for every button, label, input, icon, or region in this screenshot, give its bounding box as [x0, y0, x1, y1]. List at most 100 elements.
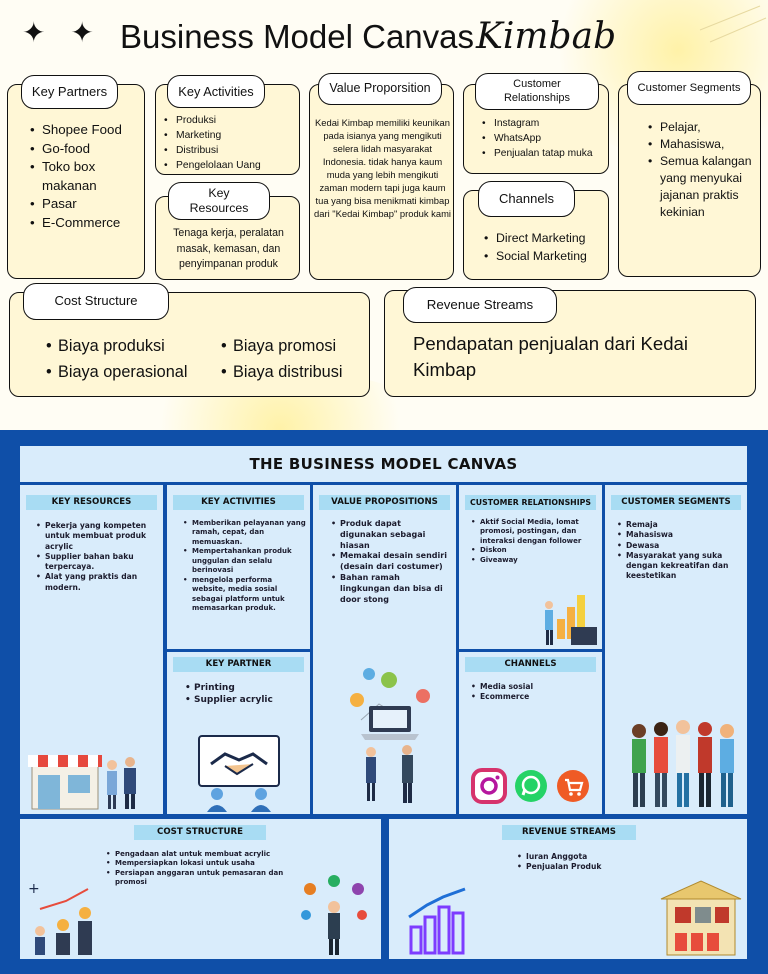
key-partner-cell: KEY PARTNER Printing Supplier acrylic: [167, 652, 310, 814]
list-item: Pengelolaan Uang: [164, 158, 299, 173]
list-item: Supplier acrylic: [185, 694, 305, 706]
list-item: Produk dapat digunakan sebagai hiasan: [331, 519, 449, 551]
star-icons: ✦ ✦: [22, 16, 102, 49]
list-item: Shopee Food: [30, 121, 140, 140]
page-title: Business Model CanvasKimbab: [120, 16, 616, 57]
list-item: Masyarakat yang suka dengan kekreatifan …: [617, 551, 743, 582]
key-resources-heading: Key Resources: [168, 182, 270, 220]
key-partner-text: Printing Supplier acrylic: [185, 682, 305, 706]
list-item: Mahasiswa: [617, 530, 743, 541]
list-item: E-Commerce: [30, 214, 140, 233]
key-activities-cell: KEY ACTIVITIES Memberikan pelayanan yang…: [167, 485, 310, 649]
key-activities-text: Memberikan pelayanan yang ramah, cepat, …: [183, 519, 307, 613]
list-item: Aktif Social Media, lomat promosi, posti…: [471, 518, 596, 546]
list-item: Biaya promosi: [221, 333, 366, 359]
title-main: Business Model Canvas: [120, 18, 475, 55]
list-item: Biaya distribusi: [221, 359, 366, 385]
list-item: Giveaway: [471, 556, 596, 566]
channels-heading: CHANNELS: [465, 657, 596, 672]
cost-structure-text: Pengadaan alat untuk membuat acrylic Mem…: [106, 850, 306, 888]
list-item: Dewasa: [617, 541, 743, 552]
key-partners-heading: Key Partners: [21, 75, 118, 109]
cost-structure-cell: COST STRUCTURE Pengadaan alat untuk memb…: [20, 819, 381, 959]
customer-relationships-cell: CUSTOMER RELATIONSHIPS Aktif Social Medi…: [459, 485, 602, 649]
customer-relationships-text: Aktif Social Media, lomat promosi, posti…: [471, 518, 596, 566]
handshake-icon: [198, 735, 280, 812]
list-item: Pengadaan alat untuk membuat acrylic: [106, 850, 306, 860]
list-item: Marketing: [164, 128, 299, 143]
shop-icon: [557, 770, 589, 802]
shop-building-illustration: [660, 880, 742, 956]
list-item: Pelajar,: [648, 119, 752, 136]
key-partners-card: Shopee Food Go-food Toko box makanan Pas…: [7, 84, 145, 279]
key-partners-list: Shopee Food Go-food Toko box makanan Pas…: [30, 121, 140, 232]
cost-structure-list-right: Biaya promosi Biaya distribusi: [221, 333, 366, 385]
key-resources-text: Pekerja yang kompeten untuk membuat prod…: [36, 521, 158, 593]
value-proposition-heading: Value Proporsition: [318, 73, 442, 105]
list-item: Supplier bahan baku terpercaya.: [36, 552, 158, 573]
key-resources-heading: KEY RESOURCES: [26, 495, 157, 510]
channels-cell: CHANNELS Media sosial Ecommerce: [459, 652, 602, 814]
list-item: Memakai desain sendiri (desain dari cost…: [331, 551, 449, 573]
revenue-streams-heading: REVENUE STREAMS: [502, 825, 636, 840]
key-resources-cell: KEY RESOURCES Pekerja yang kompeten untu…: [20, 485, 163, 814]
list-item: Toko box makanan: [30, 158, 140, 195]
customer-relationships-heading: CUSTOMER RELATIONSHIPS: [465, 495, 596, 510]
value-propositions-text: Produk dapat digunakan sebagai hiasan Me…: [331, 519, 449, 605]
customer-segments-text: Remaja Mahasiswa Dewasa Masyarakat yang …: [617, 520, 743, 582]
list-item: Semua kalangan yang menyukai jajanan pra…: [648, 153, 752, 221]
people-group-illustration: [632, 720, 734, 807]
customer-segments-heading: CUSTOMER SEGMENTS: [611, 495, 741, 510]
list-item: Distribusi: [164, 143, 299, 158]
key-activities-list: Produksi Marketing Distribusi Pengelolaa…: [164, 113, 299, 173]
list-item: Instagram: [482, 116, 610, 131]
key-partner-heading: KEY PARTNER: [173, 657, 304, 672]
team-illustration: [301, 875, 367, 955]
svg-text:+: +: [28, 881, 40, 897]
cost-structure-heading: COST STRUCTURE: [134, 825, 266, 840]
cost-structure-heading: Cost Structure: [23, 283, 169, 320]
list-item: Pekerja yang kompeten untuk membuat prod…: [36, 521, 158, 552]
canvas-kimbab: ✦ ✦ Business Model CanvasKimbab Shopee F…: [0, 0, 768, 430]
list-item: Remaja: [617, 520, 743, 531]
growth-chart-illustration: [545, 595, 597, 645]
list-item: WhatsApp: [482, 131, 610, 146]
channels-heading: Channels: [478, 181, 575, 217]
list-item: Social Marketing: [484, 247, 608, 265]
decorative-lines: [699, 5, 767, 43]
list-item: Biaya produksi: [46, 333, 206, 359]
list-item: Memberikan pelayanan yang ramah, cepat, …: [183, 519, 307, 547]
bmc-title: THE BUSINESS MODEL CANVAS: [249, 455, 518, 473]
customer-segments-cell: CUSTOMER SEGMENTS Remaja Mahasiswa Dewas…: [605, 485, 747, 814]
whatsapp-icon: [515, 770, 547, 802]
customer-relationships-heading: Customer Relationships: [475, 73, 599, 110]
channels-list: Direct Marketing Social Marketing: [484, 229, 608, 265]
list-item: Biaya operasional: [46, 359, 206, 385]
team-illustration: [350, 668, 430, 803]
list-item: Pasar: [30, 195, 140, 214]
value-propositions-heading: VALUE PROPOSITIONS: [319, 495, 450, 510]
list-item: Bahan ramah lingkungan dan bisa di door …: [331, 573, 449, 605]
key-resources-text: Tenaga kerja, peralatan masak, kemasan, …: [173, 227, 284, 270]
value-proposition-text: Kedai Kimbap memiliki keunikan pada isia…: [314, 117, 451, 219]
channels-text: Media sosial Ecommerce: [471, 682, 596, 703]
bar-chart-icon: [408, 887, 466, 955]
key-activities-heading: KEY ACTIVITIES: [173, 495, 304, 510]
list-item: Printing: [185, 682, 305, 694]
list-item: Direct Marketing: [484, 229, 608, 247]
list-item: Iuran Anggota: [517, 852, 677, 863]
value-propositions-cell: VALUE PROPOSITIONS Produk dapat digunaka…: [313, 485, 456, 814]
storefront-illustration: [28, 755, 136, 810]
list-item: Mempersiapkan lokasi untuk usaha: [106, 859, 306, 869]
value-proposition-card: Kedai Kimbap memiliki keunikan pada isia…: [309, 84, 454, 280]
list-item: Mahasiswa,: [648, 136, 752, 153]
canvas-acrylic: THE BUSINESS MODEL CANVAS KEY RESOURCES …: [0, 430, 768, 974]
list-item: Diskon: [471, 546, 596, 556]
list-item: Mempertahankan produk unggulan dan selal…: [183, 547, 307, 575]
list-item: Penjualan Produk: [517, 862, 677, 873]
customer-segments-card: Pelajar, Mahasiswa, Semua kalangan yang …: [618, 84, 761, 277]
cost-structure-list-left: Biaya produksi Biaya operasional: [46, 333, 206, 385]
list-item: Produksi: [164, 113, 299, 128]
title-script: Kimbab: [476, 16, 617, 57]
customer-segments-list: Pelajar, Mahasiswa, Semua kalangan yang …: [648, 119, 752, 221]
